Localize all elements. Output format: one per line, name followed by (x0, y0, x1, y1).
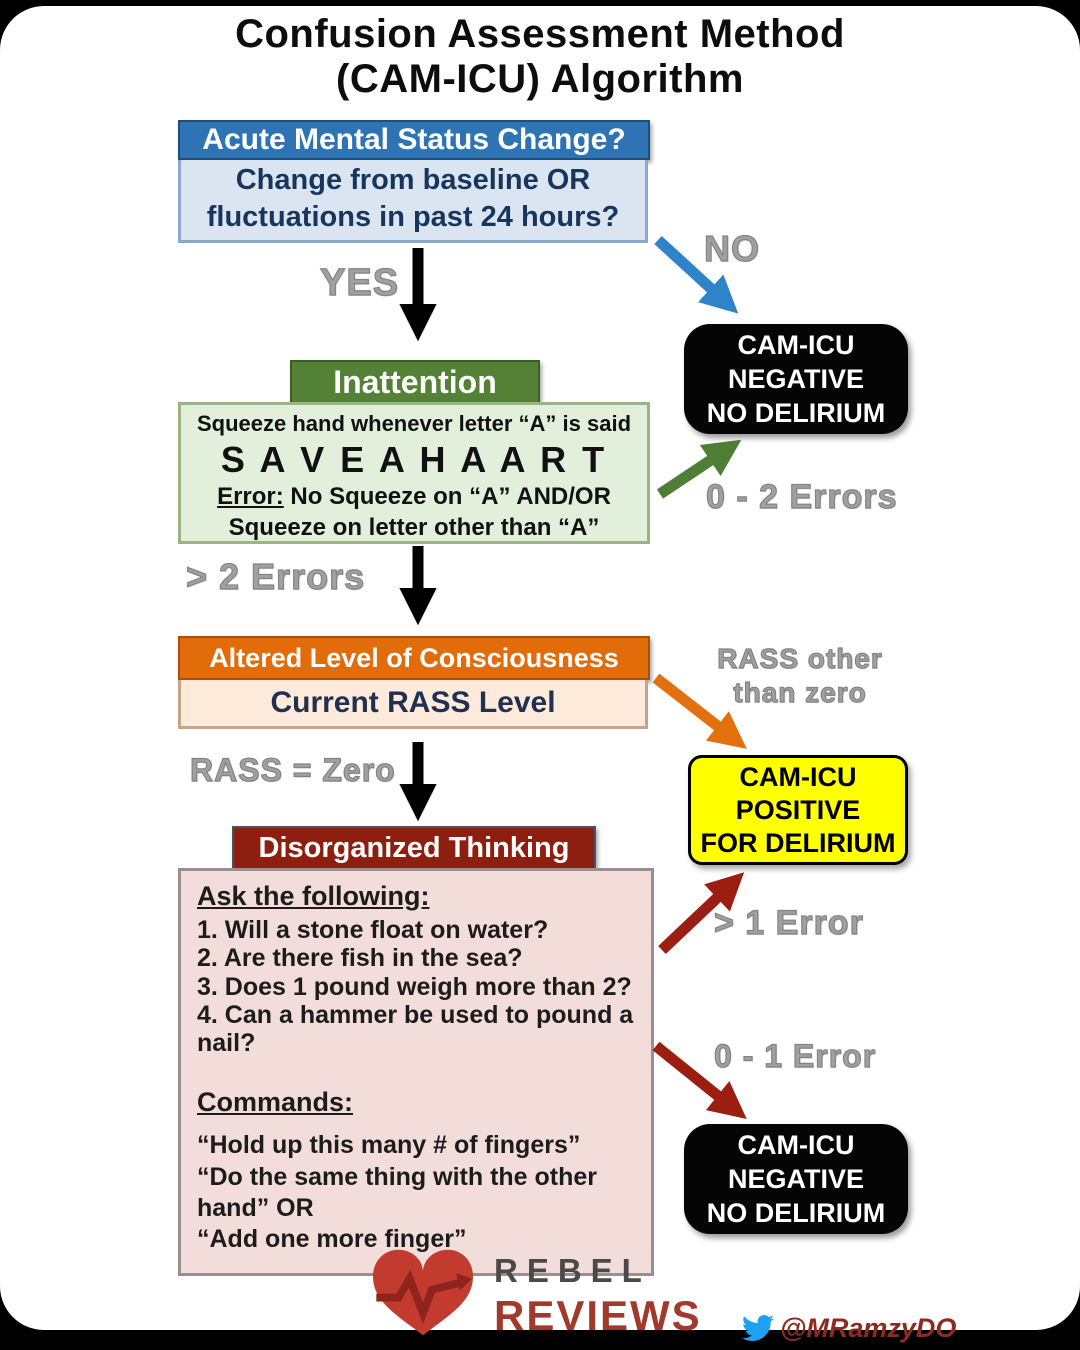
branch-label-yes: YES (319, 261, 400, 304)
step-consciousness-header: Altered Level of Consciousness (178, 636, 650, 680)
brand-line-rebel: REBEL (494, 1252, 651, 1289)
twitter-bird-icon (742, 1314, 774, 1342)
outcome-line: NEGATIVE (727, 1164, 864, 1194)
thinking-command-2: “Do the same thing with the other hand” … (197, 1162, 598, 1222)
thinking-ask-heading: Ask the following: (197, 881, 430, 911)
step-inattention-body: Squeeze hand whenever letter “A” is said… (178, 402, 650, 544)
title-line-1: Confusion Assessment Method (235, 12, 845, 56)
step-consciousness-body: Current RASS Level (178, 680, 648, 729)
branch-label-0-1-error: 0 - 1 Error (713, 1037, 877, 1074)
twitter-handle: @MRamzyDO (742, 1312, 956, 1344)
step-mental-status-header: Acute Mental Status Change? (178, 120, 650, 160)
inattention-error-line1: Error: No Squeeze on “A” AND/OR (181, 481, 647, 512)
rass-other-line2: than zero (733, 676, 867, 708)
mental-status-body-line2: fluctuations in past 24 hours? (206, 201, 620, 233)
outcome-positive: CAM-ICU POSITIVE FOR DELIRIUM (688, 755, 908, 865)
branch-label-no: NO (703, 227, 760, 269)
step-thinking-body: Ask the following: 1. Will a stone float… (178, 868, 654, 1277)
brand-text: REBEL REVIEWS (494, 1252, 702, 1340)
outcome-line: CAM-ICU (739, 761, 857, 792)
inattention-letters: S A V E A H A A R T (220, 439, 608, 480)
branch-label-gt-2-errors: > 2 Errors (185, 555, 366, 597)
rass-other-line1: RASS other (717, 642, 883, 674)
branch-label-rass-zero: RASS = Zero (189, 751, 396, 788)
outcome-line: NO DELIRIUM (706, 1198, 886, 1228)
branch-label-gt-1-error: > 1 Error (713, 903, 864, 942)
brand-line-reviews: REVIEWS (494, 1292, 702, 1339)
outcome-line: CAM-ICU (737, 1130, 855, 1160)
error-label: Error: (217, 483, 284, 510)
outcome-line: NEGATIVE (727, 364, 864, 394)
step-mental-status-body: Change from baseline OR fluctuations in … (178, 160, 648, 243)
thinking-question-3: 3. Does 1 pound weigh more than 2? (197, 972, 632, 1001)
outcome-negative-top: CAM-ICU NEGATIVE NO DELIRIUM (684, 324, 908, 434)
inattention-error-line2: Squeeze on letter other than “A” (228, 514, 600, 541)
outcome-line: FOR DELIRIUM (700, 827, 896, 858)
branch-label-0-2-errors: 0 - 2 Errors (705, 477, 898, 516)
twitter-handle-text: @MRamzyDO (780, 1312, 957, 1343)
title-line-2: (CAM-ICU) Algorithm (336, 56, 744, 101)
branch-label-rass-other: RASS other than zero (700, 642, 900, 710)
thinking-command-1: “Hold up this many # of fingers” (197, 1131, 581, 1160)
outcome-line: POSITIVE (735, 794, 861, 825)
outcome-line: CAM-ICU (737, 330, 855, 360)
inattention-instruction: Squeeze hand whenever letter “A” is said (196, 411, 632, 436)
step-inattention-header: Inattention (290, 360, 540, 404)
thinking-question-1: 1. Will a stone float on water? (197, 916, 549, 944)
step-thinking-header: Disorganized Thinking (232, 826, 596, 870)
error-rest: No Squeeze on “A” AND/OR (283, 483, 611, 510)
outcome-line: NO DELIRIUM (706, 398, 886, 428)
mental-status-body-line1: Change from baseline OR (235, 164, 591, 196)
thinking-question-2: 2. Are there fish in the sea? (197, 944, 523, 973)
thinking-commands-heading: Commands: (197, 1087, 354, 1118)
thinking-question-4: 4. Can a hammer be used to pound a nail? (197, 1000, 634, 1057)
thinking-command-3: “Add one more finger” (197, 1225, 467, 1253)
page-title: Confusion Assessment Method (CAM-ICU) Al… (0, 12, 1080, 102)
outcome-negative-bottom: CAM-ICU NEGATIVE NO DELIRIUM (684, 1124, 908, 1234)
rebel-reviews-heart-logo (373, 1249, 473, 1336)
